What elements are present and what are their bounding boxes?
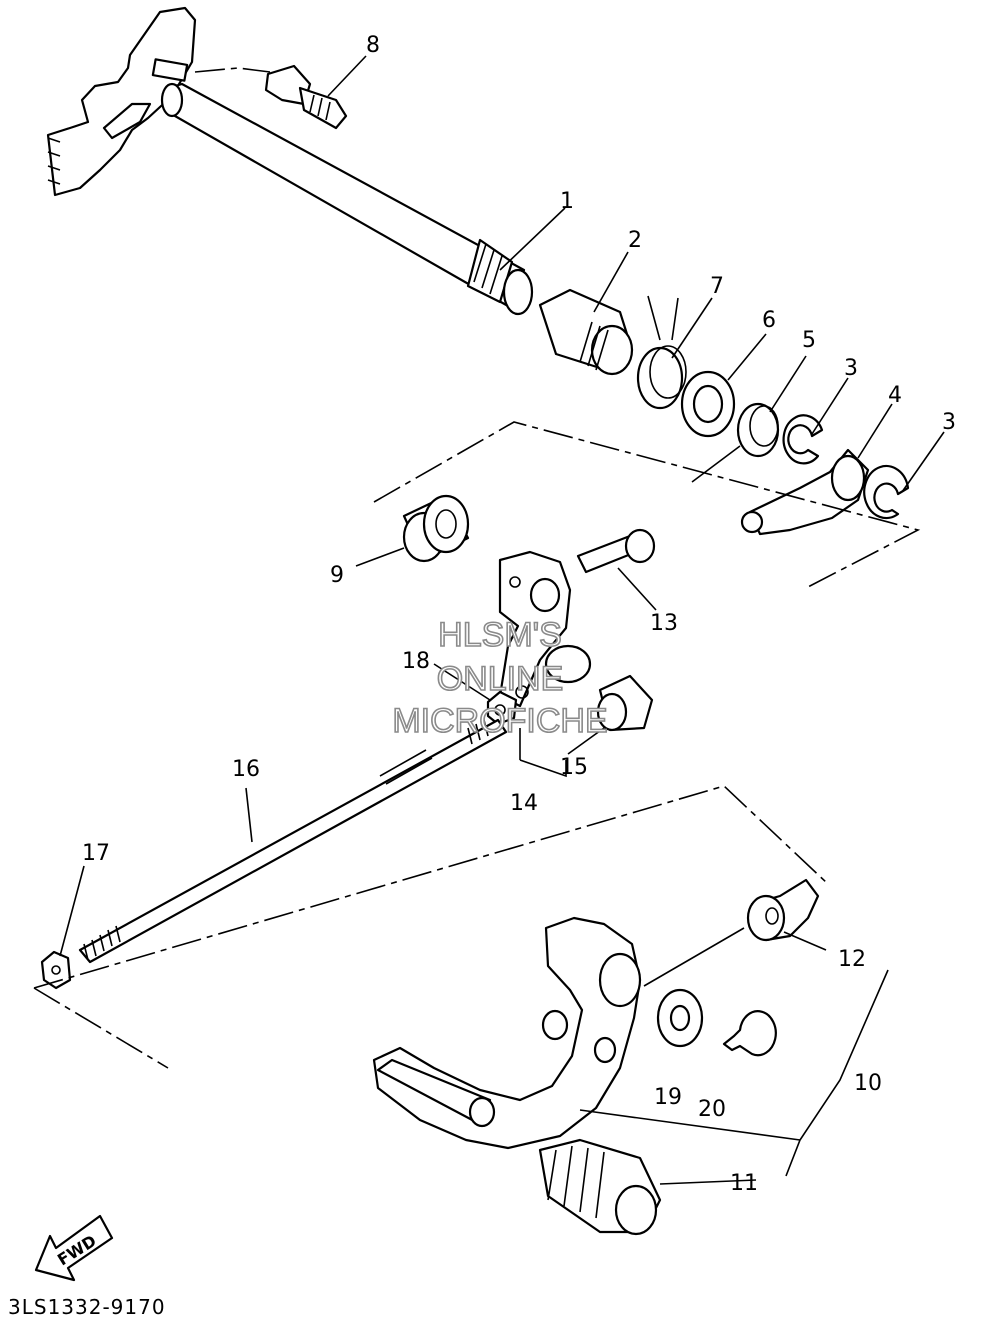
callout-20[interactable]: 20 — [698, 1097, 726, 1122]
watermark: HLSM'S ONLINE MICROFICHE — [392, 615, 609, 741]
callout-11[interactable]: 11 — [730, 1171, 758, 1196]
diagram-code: 3LS1332-9170 — [8, 1295, 166, 1319]
part-8-bolt[interactable] — [264, 64, 348, 130]
callout-16[interactable]: 16 — [232, 757, 260, 782]
part-6-washer[interactable] — [680, 370, 736, 438]
part-4-arm[interactable] — [740, 448, 870, 536]
part-19-washer[interactable] — [656, 988, 704, 1048]
part-13-bolt[interactable] — [576, 528, 656, 574]
callout-9[interactable]: 9 — [330, 563, 344, 588]
part-7-spring[interactable] — [636, 295, 687, 410]
part-14-linkage[interactable] — [498, 550, 592, 708]
part-17-nut[interactable] — [40, 950, 72, 990]
callout-19[interactable]: 19 — [654, 1085, 682, 1110]
callout-labels: 1 2 3 3 4 5 6 7 8 9 10 11 12 13 14 15 16… — [82, 33, 956, 1196]
callout-1[interactable]: 1 — [560, 189, 574, 214]
part-16-rod[interactable] — [78, 718, 508, 964]
callout-10[interactable]: 10 — [854, 1071, 882, 1096]
callout-8[interactable]: 8 — [366, 33, 380, 58]
watermark-line-1: HLSM'S — [438, 616, 562, 654]
leader-lines — [59, 55, 945, 1185]
callout-14[interactable]: 14 — [510, 791, 538, 816]
watermark-line-3: MICROFICHE — [392, 702, 607, 740]
callout-5[interactable]: 5 — [802, 328, 816, 353]
part-9-bearing[interactable] — [402, 494, 470, 563]
shift-shaft[interactable] — [46, 6, 534, 316]
callout-15[interactable]: 15 — [560, 755, 588, 780]
part-5-spring[interactable] — [691, 402, 780, 483]
part-18-nut[interactable] — [486, 690, 518, 726]
fwd-arrow: FWD — [34, 1214, 114, 1282]
part-11-footpeg[interactable] — [538, 1138, 662, 1236]
part-2-collar[interactable] — [538, 288, 634, 376]
part-10-shift-lever[interactable] — [372, 916, 642, 1150]
part-20-eclip[interactable] — [722, 1010, 777, 1057]
part-3-circlip-upper[interactable] — [782, 414, 824, 465]
callout-12[interactable]: 12 — [838, 947, 866, 972]
callout-2[interactable]: 2 — [628, 228, 642, 253]
watermark-line-2: ONLINE — [437, 660, 564, 698]
part-15-cap[interactable] — [596, 674, 654, 732]
callout-3-upper[interactable]: 3 — [844, 356, 858, 381]
callout-4[interactable]: 4 — [888, 383, 902, 408]
callout-13[interactable]: 13 — [650, 611, 678, 636]
callout-7[interactable]: 7 — [710, 274, 724, 299]
part-12-pivot[interactable] — [746, 878, 820, 942]
callout-6[interactable]: 6 — [762, 308, 776, 333]
callout-3-lower[interactable]: 3 — [942, 410, 956, 435]
callout-18[interactable]: 18 — [402, 649, 430, 674]
callout-17[interactable]: 17 — [82, 841, 110, 866]
part-3-circlip-lower[interactable] — [863, 464, 910, 520]
